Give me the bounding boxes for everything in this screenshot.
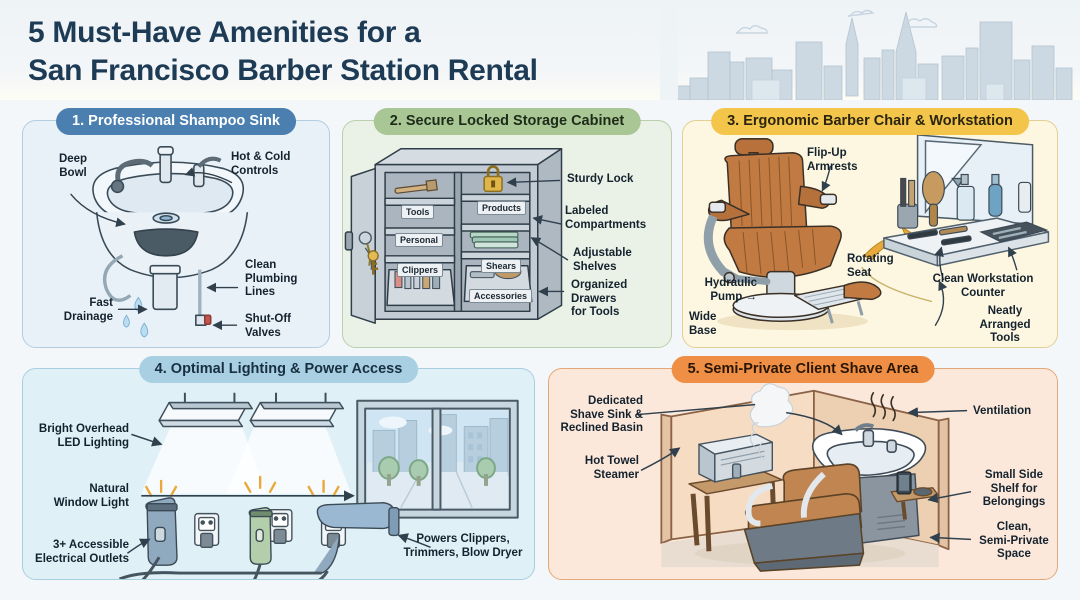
cabinet-tag-accessories: Accessories	[469, 289, 533, 303]
label-fast-drainage: Fast Drainage	[63, 297, 113, 323]
label-natural-window-light: Natural Window Light	[53, 483, 129, 509]
shampoo-sink-illustration	[70, 145, 249, 338]
page-title: 5 Must-Have Amenities for a San Francisc…	[28, 14, 538, 91]
label-wide-base: Wide Base	[689, 311, 717, 337]
panel-secure-locked-storage-cabinet[interactable]: Tools Products Personal Clippers Shears …	[342, 108, 672, 348]
panel1-body: Deep Bowl Hot & Cold Controls Clean Plum…	[23, 121, 329, 347]
san-francisco-skyline-icon	[660, 0, 1073, 100]
label-accessible-outlets: 3+ Accessible Electrical Outlets	[35, 539, 129, 565]
title-line-1: 5 Must-Have Amenities for a	[28, 16, 421, 49]
label-deep-bowl: Deep Bowl	[58, 153, 88, 179]
panel1-title-pill: 1. Professional Shampoo Sink	[56, 108, 296, 136]
title-line-2: San Francisco Barber Station Rental	[28, 54, 538, 88]
label-rotating-seat: Rotating Seat	[847, 253, 894, 279]
label-hot-cold-controls: Hot & Cold Controls	[231, 151, 291, 177]
panel3-title-pill: 3. Ergonomic Barber Chair & Workstation	[711, 108, 1029, 136]
cabinet-tag-personal: Personal	[395, 233, 444, 247]
cabinet-tag-products: Products	[477, 201, 527, 215]
cabinet-tag-clippers: Clippers	[397, 263, 444, 277]
label-dedicated-shave-sink: Dedicated Shave Sink & Reclined Basin	[560, 395, 643, 435]
label-neatly-arranged-tools: Neatly Arranged Tools	[979, 305, 1031, 345]
label-clean-semi-private: Clean, Semi-Private Space	[979, 521, 1049, 561]
label-powers-devices: Powers Clippers, Trimmers, Blow Dryer	[403, 533, 523, 559]
panel-optimal-lighting-power-access[interactable]: Bright Overhead LED Lighting Natural Win…	[22, 356, 535, 580]
label-adjustable-shelves: Adjustable Shelves	[573, 247, 632, 273]
lighting-power-illustration	[118, 392, 519, 579]
label-organized-drawers: Organized Drawers for Tools	[571, 279, 628, 319]
label-hydraulic-pump: Hydraulic Pump →	[704, 277, 757, 303]
label-bright-overhead-led: Bright Overhead LED Lighting	[38, 423, 129, 449]
panel-semi-private-client-shave-area[interactable]: Dedicated Shave Sink & Reclined Basin Ho…	[548, 356, 1058, 580]
label-clean-plumbing-lines: Clean Plumbing Lines	[245, 259, 298, 299]
label-ventilation: Ventilation	[973, 405, 1032, 417]
panel4-title-pill: 4. Optimal Lighting & Power Access	[138, 356, 419, 384]
label-small-side-shelf: Small Side Shelf for Belongings	[982, 469, 1046, 509]
panel2-body: Tools Products Personal Clippers Shears …	[343, 121, 671, 347]
cabinet-tag-tools: Tools	[401, 205, 435, 219]
panel4-body: Bright Overhead LED Lighting Natural Win…	[23, 369, 534, 579]
cabinet-tag-shears: Shears	[481, 259, 522, 273]
panel-ergonomic-barber-chair-workstation[interactable]: Flip-Up Armrests Rotating Seat Hydraulic…	[682, 108, 1058, 348]
label-flip-up-armrests: Flip-Up Armrests	[807, 147, 858, 173]
label-clean-workstation-counter: Clean Workstation Counter	[932, 273, 1034, 299]
barber-chair-workstation-illustration	[703, 134, 1050, 331]
panel5-title-pill: 5. Semi-Private Client Shave Area	[671, 356, 935, 384]
page-header: 5 Must-Have Amenities for a San Francisc…	[0, 0, 1080, 100]
label-labeled-compartments: Labeled Compartments	[565, 205, 647, 231]
panel2-title-pill: 2. Secure Locked Storage Cabinet	[373, 108, 641, 136]
panel-professional-shampoo-sink[interactable]: Deep Bowl Hot & Cold Controls Clean Plum…	[22, 108, 330, 348]
panel5-body: Dedicated Shave Sink & Reclined Basin Ho…	[549, 369, 1057, 579]
panel3-body: Flip-Up Armrests Rotating Seat Hydraulic…	[683, 121, 1057, 347]
label-sturdy-lock: Sturdy Lock	[567, 173, 634, 185]
shave-area-illustration	[636, 383, 972, 572]
label-hot-towel-steamer: Hot Towel Steamer	[584, 455, 639, 481]
label-shut-off-valves: Shut-Off Valves	[245, 313, 291, 339]
